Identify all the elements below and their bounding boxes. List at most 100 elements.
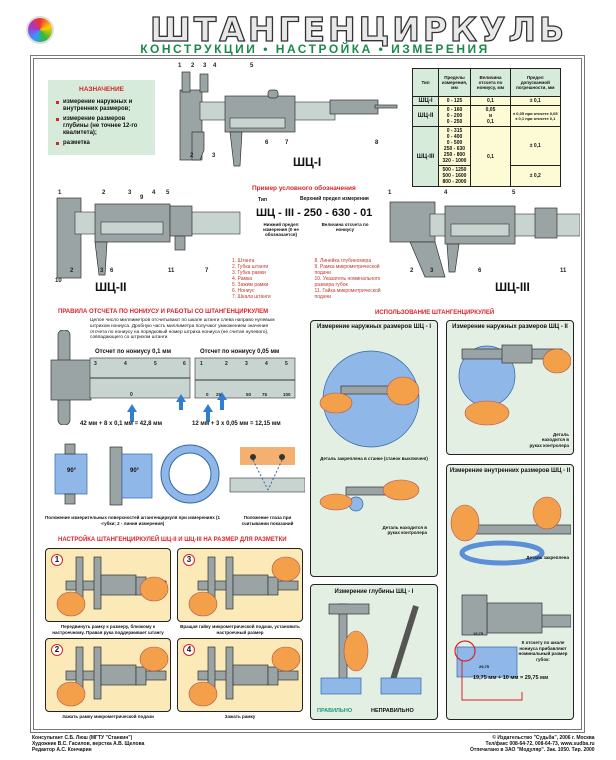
example-title: Пример условного обозначения	[252, 185, 356, 192]
correct-label: ПРАВИЛЬНО	[317, 708, 353, 714]
jaw-value: 19,75	[473, 631, 484, 636]
inner-formula: 19,75 мм + 10 мм = 29,75 мм	[473, 675, 549, 681]
step-number: 3	[183, 554, 195, 566]
scale-tick-label: 3	[94, 361, 97, 367]
caliper-sc1-drawing	[179, 71, 398, 167]
cell-type: ШЦ-II	[412, 105, 439, 127]
cell-range: 0 - 125	[438, 96, 471, 106]
cell-type: ШЦ-I	[412, 96, 439, 106]
part-item: 10. Указатель номинального размера губок	[314, 276, 381, 288]
cell-error: ± 0,2	[510, 165, 561, 187]
callout-number: 6	[110, 268, 114, 274]
credits: Консультант С.Б. Люш (МГТУ "Станкин") Ху…	[32, 735, 145, 753]
setup-step-panel: 1	[45, 548, 171, 622]
cell-range: 0 - 160 0 - 200 0 - 250	[438, 105, 471, 127]
callout-number: 8	[375, 140, 379, 146]
part-item: 6. Нониус	[232, 288, 255, 294]
step-number: 4	[183, 644, 195, 656]
vernier-scales-drawing	[50, 330, 296, 425]
caliper-sc2-label: ШЦ-II	[95, 280, 127, 294]
callout-number: 2	[102, 190, 106, 196]
hole-value: 29,75	[479, 664, 490, 669]
panel-title: Измерение внутренних размеров ШЦ - II	[449, 468, 571, 474]
copyright: © Издательство "Судьба", 2006 г. Москва …	[470, 735, 595, 753]
jaw-note: К отсчету по шкале нониуса прибавляют но…	[518, 640, 568, 662]
depth-measurement-drawing	[320, 603, 422, 695]
callout-number: 11	[560, 268, 567, 274]
example-lower-label: Нижний предел измерения (0 не обозначает…	[263, 222, 299, 237]
callout-number: 3	[430, 268, 434, 274]
callout-number: 6	[265, 140, 269, 146]
caliper-sc2-drawing	[56, 197, 241, 279]
cell-reading: 0,1	[470, 96, 511, 106]
purpose-item: измерение размеров глубины (не точнее 12…	[56, 116, 147, 137]
scale-tick-label: 4	[265, 361, 268, 367]
step-caption: Зажать рамку	[224, 714, 256, 719]
cell-range: 0 - 315 0 - 400 0 - 500 250 - 630 250 - …	[438, 126, 471, 166]
measurement-positions-drawing	[54, 443, 305, 506]
callout-number: 2	[410, 268, 414, 274]
callout-number: 11	[168, 268, 175, 274]
callout-number: 1	[178, 63, 182, 69]
panel-caption: Деталь находится в руках контролера	[382, 524, 428, 536]
step-caption: Вращая гайку микрометрической подачи, ус…	[180, 624, 300, 635]
part-item: 9. Рамка микрометрической подачи	[314, 264, 380, 276]
callout-number: 7	[285, 140, 289, 146]
panel-caption: Деталь закреплена в станке (станок выклю…	[320, 456, 428, 461]
vernier-tick-label: 25	[216, 392, 222, 397]
vernier-tick-label: 100	[283, 392, 291, 397]
panel-outer-sc1: Измерение наружных размеров ШЦ - I Детал…	[310, 320, 438, 577]
callout-number: 7	[205, 268, 209, 274]
part-item: 1. Штанга	[232, 258, 255, 264]
step-caption: Передвинуть рамку к размеру, близкому к …	[52, 624, 164, 635]
panel-title: Измерение наружных размеров ШЦ - I	[317, 324, 431, 330]
lathe-measurement-drawing	[319, 350, 420, 448]
setup-step-panel: 2	[45, 638, 171, 712]
poster-subtitle: КОНСТРУКЦИИ • НАСТРОЙКА • ИЗМЕРЕНИЯ	[140, 42, 490, 56]
example-upper-label: Верхний предел измерения	[300, 196, 369, 202]
setup-title: НАСТРОЙКА ШТАНГЕНЦИРКУЛЕЙ ШЦ-II И ШЦ-III…	[58, 537, 287, 543]
publisher-logo	[26, 16, 54, 44]
cell-type: ШЦ-III	[412, 126, 439, 187]
callout-number: 6	[478, 268, 482, 274]
scale-tick-label: 3	[245, 361, 248, 367]
step-number: 1	[51, 554, 63, 566]
formula-01: 42 мм + 8 х 0,1 мм = 42,8 мм	[80, 421, 163, 427]
callout-number: 10	[55, 278, 62, 284]
callout-number: 3	[128, 190, 132, 196]
caliper-sc3-label: ШЦ-III	[495, 280, 530, 294]
formula-005: 12 мм + 3 х 0,05 мм = 12,15 мм	[192, 421, 281, 427]
header-range: Пределы измерения, мм	[438, 68, 471, 97]
panel-caption: Деталь закреплена	[526, 555, 569, 560]
header-error: Предел допускаемой погрешности, мм	[510, 68, 561, 97]
cell-reading: 0,05 и 0,1	[470, 105, 511, 127]
vernier-label-005: Отсчет по нониусу 0,05 мм	[200, 349, 280, 355]
header-type: Тип	[412, 68, 439, 97]
callout-number: 5	[250, 63, 254, 69]
panel-caption: Деталь находится в руках контролера	[529, 431, 569, 448]
example-type-label: Тип	[258, 197, 267, 203]
callout-number: 4	[213, 63, 217, 69]
setup-step-panel: 3	[177, 548, 303, 622]
vernier-tick-label: 75	[262, 392, 268, 397]
caliper-setup-drawing	[56, 556, 169, 617]
cell-reading: 0,1	[470, 126, 511, 187]
callout-number: 3	[212, 153, 216, 159]
angle-label: 90°	[67, 468, 77, 474]
scale-tick-label: 4	[124, 361, 127, 367]
purpose-box: НАЗНАЧЕНИЕ измерение наружных и внутренн…	[48, 80, 155, 155]
panel-outer-sc2: Измерение наружных размеров ШЦ - II Дета…	[446, 320, 574, 455]
callout-number: 4	[152, 190, 156, 196]
purpose-item: разметка	[56, 140, 147, 147]
part-item: 5. Зажим рамки	[232, 282, 269, 288]
caliper-setup-drawing	[56, 646, 169, 707]
part-item: 2. Губка штанги	[232, 264, 269, 270]
callout-number: 3	[203, 63, 207, 69]
callout-number: 1	[58, 190, 62, 196]
callout-number: 1	[388, 190, 392, 196]
part-item: 7. Шкала штанги	[232, 294, 271, 300]
panel-title: Измерение глубины ШЦ - I	[334, 589, 414, 595]
scale-tick-label: 5	[154, 361, 157, 367]
panel-inner-sc2: Измерение внутренних размеров ШЦ - II Де…	[446, 464, 574, 720]
